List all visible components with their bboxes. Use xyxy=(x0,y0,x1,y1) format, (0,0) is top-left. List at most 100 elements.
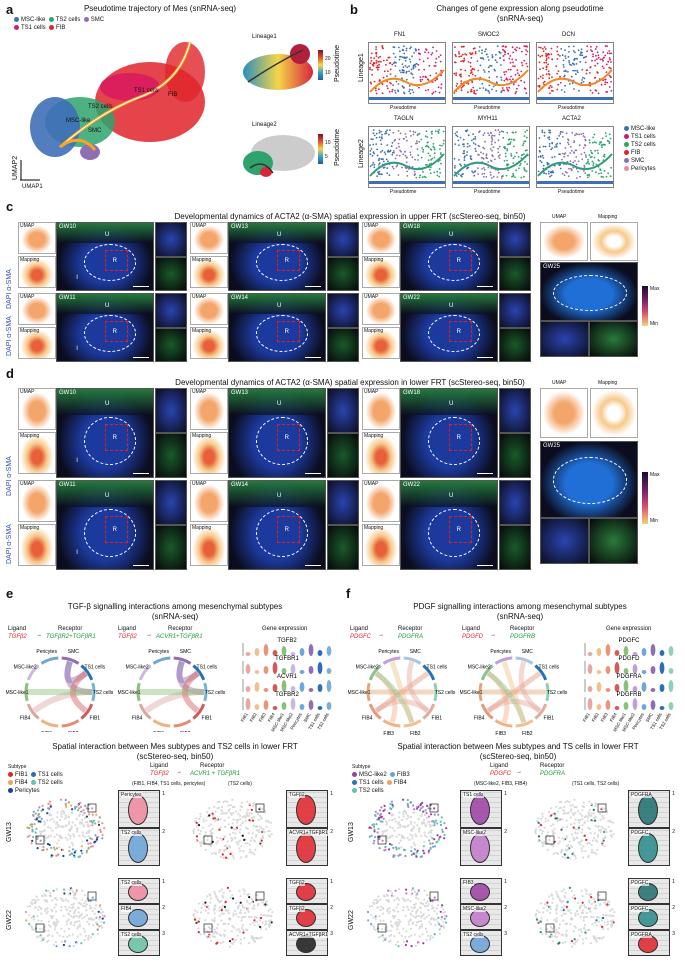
spatial-spot xyxy=(415,921,419,924)
spatial-spot xyxy=(410,906,413,909)
violin-shape xyxy=(263,644,269,656)
stage-label: GW18 xyxy=(403,224,421,230)
scatter-point xyxy=(464,129,467,132)
scatter-point xyxy=(483,147,486,150)
scatter-point xyxy=(520,61,523,64)
scatter-point xyxy=(522,144,524,147)
legend-item: MSC-like xyxy=(14,16,45,23)
scatter-point xyxy=(571,132,574,134)
scatter-point xyxy=(520,70,523,73)
gene-title: DCN xyxy=(562,32,575,38)
spatial-spot xyxy=(228,833,232,836)
spatial-spot xyxy=(239,828,242,831)
spatial-spot xyxy=(222,856,225,859)
spatial-spot xyxy=(53,906,56,909)
zoom-inset xyxy=(327,293,359,328)
spatial-spot xyxy=(375,823,378,826)
scatter-point xyxy=(500,177,503,179)
spatial-spot xyxy=(374,928,377,931)
violin-shape xyxy=(641,670,647,674)
chord-link xyxy=(501,660,527,724)
scatter-point xyxy=(430,166,432,169)
scatter-point xyxy=(565,132,568,135)
scatter-point xyxy=(406,66,409,69)
spatial-spot xyxy=(423,852,426,855)
spatial-spot xyxy=(255,833,258,837)
spatial-spot xyxy=(444,921,448,924)
scatter-point xyxy=(427,51,430,54)
scatter-point xyxy=(405,78,408,81)
violin-shape xyxy=(272,706,278,710)
spatial-spot xyxy=(387,889,390,892)
zoom-label: ACVR1+TGFβR1 xyxy=(289,932,328,938)
spatial-spot xyxy=(101,917,104,920)
trend-line xyxy=(453,153,529,177)
spatial-spot xyxy=(581,909,584,912)
legend-item: TS2 cells xyxy=(352,787,384,794)
spatial-spot xyxy=(541,830,544,833)
scatter-point xyxy=(467,61,470,63)
scatter-point xyxy=(610,166,613,169)
spatial-spot xyxy=(62,943,65,947)
spatial-spot xyxy=(394,915,397,918)
scatter-point xyxy=(584,172,587,174)
scatter-point xyxy=(589,89,592,92)
spatial-spot xyxy=(579,818,582,822)
scatter-point xyxy=(539,46,542,49)
spatial-spot xyxy=(425,915,428,918)
scatter-point xyxy=(417,48,420,51)
spatial-spot xyxy=(402,798,405,801)
scatter-point xyxy=(495,90,498,92)
spatial-spot xyxy=(193,916,196,919)
violin-shape xyxy=(596,670,602,674)
spatial-spot xyxy=(198,832,202,835)
scatter-point xyxy=(470,69,472,72)
scatter-point xyxy=(369,144,371,146)
spatial-spot xyxy=(239,814,242,817)
spatial-spot xyxy=(398,811,401,814)
mapping-thumbnail: Mapping xyxy=(190,326,228,359)
spatial-spot xyxy=(93,912,96,915)
spatial-spot xyxy=(76,827,79,830)
scatter-point xyxy=(491,88,493,91)
chord-label: MSC-like2 xyxy=(356,665,379,671)
spatial-spot xyxy=(267,834,270,837)
spatial-spot xyxy=(539,902,542,905)
dapi-asma-label: DAPI α-SMA xyxy=(6,316,13,356)
spatial-spot xyxy=(254,835,257,838)
spatial-spot xyxy=(69,834,72,838)
e-receptor-label-2: Receptor xyxy=(168,626,193,632)
spatial-spot xyxy=(232,831,235,834)
spatial-spot xyxy=(404,935,407,938)
spatial-spot xyxy=(227,816,230,819)
spatial-spot xyxy=(47,826,50,829)
scatter-point xyxy=(397,174,400,176)
chord-label: FIB2 xyxy=(68,731,79,732)
scatter-point xyxy=(460,164,463,167)
spatial-spot xyxy=(248,851,251,854)
spatial-spot xyxy=(37,905,41,908)
spatial-spot xyxy=(602,826,605,829)
spatial-spot xyxy=(79,801,82,804)
spatial-spot xyxy=(40,809,43,812)
mapping-label: Mapping xyxy=(20,256,40,263)
spatial-spot xyxy=(71,821,74,824)
spatial-spot xyxy=(427,914,431,917)
spatial-spot xyxy=(64,836,67,839)
mapping-label: Mapping xyxy=(598,214,618,220)
scatter-point xyxy=(506,131,509,134)
spatial-spot xyxy=(564,912,567,915)
spatial-spot xyxy=(40,830,43,833)
spatial-spot xyxy=(244,819,247,822)
spatial-spot xyxy=(560,933,563,936)
spatial-spot xyxy=(423,840,426,843)
zoom-number: 2 xyxy=(504,905,507,911)
spatial-spot xyxy=(213,928,216,931)
zoom-inset xyxy=(327,433,359,478)
stage-label: GW18 xyxy=(403,390,421,396)
region-r-label: R xyxy=(112,434,118,441)
scatter-point xyxy=(610,61,612,63)
scatter-point xyxy=(520,157,523,160)
scatter-point xyxy=(474,93,477,95)
